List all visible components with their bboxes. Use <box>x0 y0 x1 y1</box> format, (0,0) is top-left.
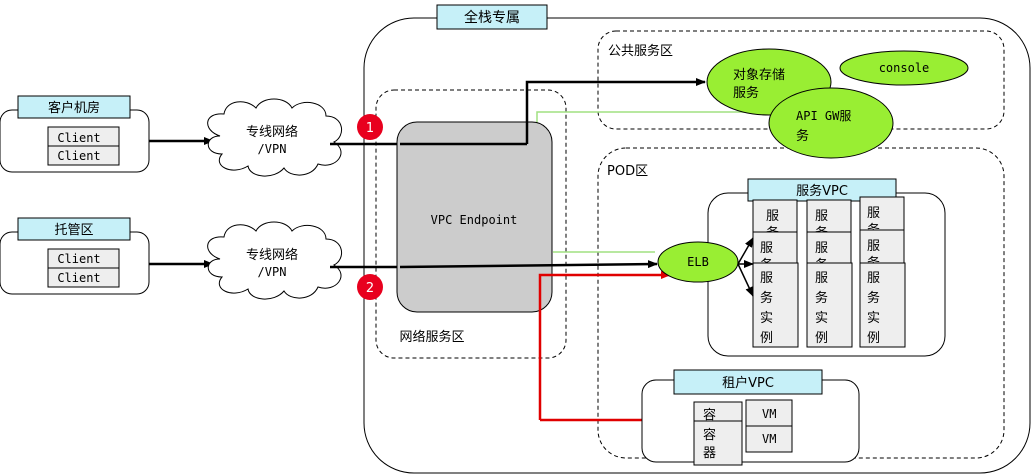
service-card-3c-char-4: 例 <box>867 331 880 346</box>
elb-label: ELB <box>687 255 709 269</box>
hosting-zone-label-box <box>17 217 131 241</box>
object-storage-line-1: 对象存储 <box>733 68 785 83</box>
tenant-vpc-label-box <box>673 369 823 395</box>
service-card-2c-char-2: 务 <box>815 290 828 306</box>
pod-zone-title: POD区 <box>607 164 648 179</box>
vm-label-2: VM <box>762 432 776 446</box>
public-zone-title: 公共服务区 <box>608 43 673 59</box>
hosting-client-box-2 <box>47 267 120 288</box>
vpc-endpoint-label: VPC Endpoint <box>431 213 518 227</box>
cloud-top-line-1: 专线网络 <box>246 124 298 140</box>
tenant-vpc-label: 租户VPC <box>722 375 774 391</box>
service-card-1c-char-2: 务 <box>760 290 773 306</box>
service-card-3c-char-3: 实 <box>867 311 880 326</box>
elb-arrow-3 <box>737 263 754 297</box>
console-ellipse <box>839 50 969 86</box>
elb-ellipse <box>657 241 739 283</box>
hosting-client-2: Client <box>57 271 100 285</box>
arrow-endpoint-to-object-storage <box>525 78 706 144</box>
service-card-1b-char: 服 <box>760 241 773 256</box>
red-link-to-elb <box>538 271 671 420</box>
elb-arrow-1 <box>737 237 754 265</box>
cloud-bottom-line-1: 专线网络 <box>246 247 298 263</box>
hosting-zone-title: 托管区 <box>54 223 93 238</box>
marker-2-label: 2 <box>366 281 374 296</box>
dedicated-stack-container <box>363 17 1031 474</box>
customer-client-box-2 <box>47 145 120 166</box>
customer-room-title: 客户机房 <box>48 100 100 116</box>
container-char-1: 容 <box>703 407 716 423</box>
cloud-top <box>207 98 342 177</box>
service-card-2c-char-3: 实 <box>815 311 828 326</box>
service-card-2c <box>806 262 853 348</box>
customer-client-1: Client <box>57 131 100 145</box>
service-card-3a-char: 服 <box>867 206 880 221</box>
hosting-client-1: Client <box>57 252 100 266</box>
customer-client-2: Client <box>57 149 100 163</box>
dedicated-stack-label: 全栈专属 <box>464 9 520 26</box>
service-card-1c <box>752 262 799 348</box>
dedicated-stack-label-box <box>436 4 548 30</box>
api-gw-line-1: API GW服 <box>796 109 851 123</box>
cloud-top-line-2: /VPN <box>258 142 287 156</box>
service-card-3c-char-1: 服 <box>867 271 880 286</box>
service-card-3b-char: 服 <box>867 239 880 254</box>
service-card-3c-char-2: 务 <box>867 290 880 306</box>
arrow-endpoint-to-elb <box>399 260 658 269</box>
network-zone-box <box>375 89 567 359</box>
api-gw-line-2: 务 <box>796 128 809 144</box>
service-card-1a-char: 服 <box>766 209 779 224</box>
customer-room-label-box <box>17 95 131 119</box>
service-card-1c-char-3: 实 <box>760 311 773 326</box>
service-card-2b-char: 服 <box>815 241 828 256</box>
vm-box-1 <box>745 399 793 427</box>
service-card-2c-char-4: 例 <box>815 331 828 346</box>
service-card-1c-char-4: 例 <box>760 331 773 346</box>
container-char-1b: 容 <box>703 427 716 443</box>
service-vpc-label: 服务VPC <box>796 183 848 199</box>
object-storage-line-2: 服务 <box>733 85 759 101</box>
service-card-3c <box>859 262 906 348</box>
service-card-1c-char-1: 服 <box>760 271 773 286</box>
container-char-2: 器 <box>703 446 716 461</box>
network-zone-title: 网络服务区 <box>399 329 464 345</box>
marker-2 <box>357 274 383 300</box>
marker-1 <box>357 114 383 140</box>
container-box <box>693 401 743 466</box>
cloud-bottom <box>207 221 342 300</box>
marker-1-label: 1 <box>366 121 374 136</box>
service-card-2a-char: 服 <box>815 209 828 224</box>
api-gw-ellipse <box>768 87 894 159</box>
service-card-2c-char-1: 服 <box>815 271 828 286</box>
cloud-bottom-line-2: /VPN <box>258 265 287 279</box>
vm-label-1: VM <box>762 407 776 421</box>
vm-box-2 <box>745 425 793 453</box>
console-label: console <box>879 61 930 75</box>
